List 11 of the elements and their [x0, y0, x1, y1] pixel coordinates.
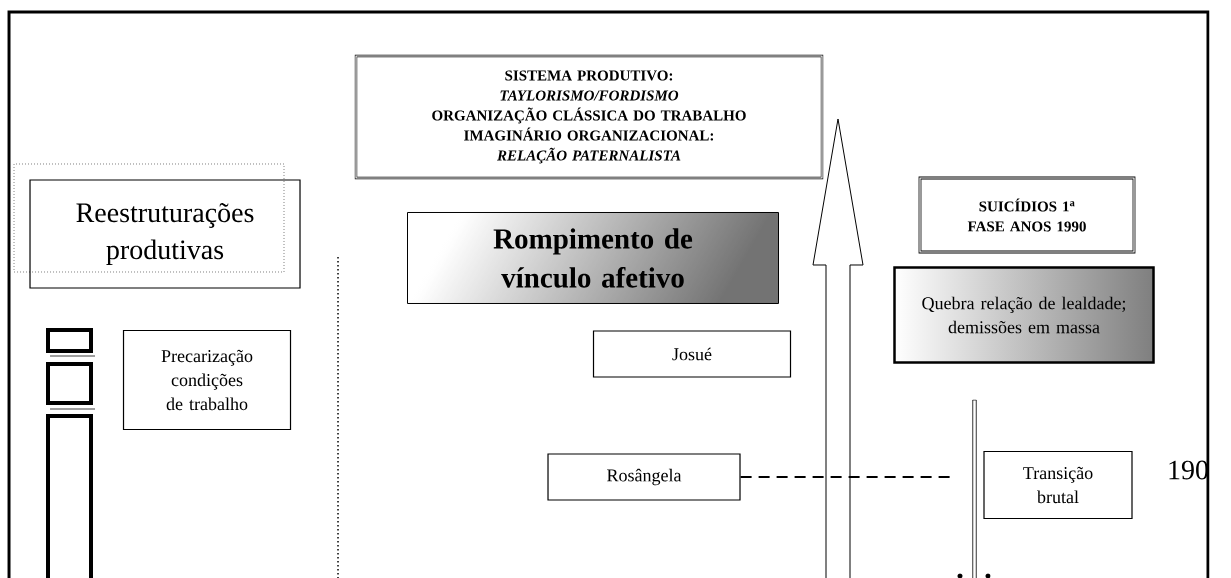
page-number: 190	[1169, 460, 1208, 480]
text-box: Josué	[592, 330, 792, 378]
shaded-box: Quebra relação de lealdade; demissões em massa	[893, 266, 1155, 364]
vertical-bar	[972, 399, 977, 578]
text-box: Reestruturações produtivas	[29, 179, 301, 289]
text-box: Transição brutal	[983, 450, 1133, 520]
heading-box: SUICÍDIOS 1$^{a}$ FASE ANOS 1990	[918, 176, 1136, 254]
text-box: Rosângela	[547, 453, 741, 501]
shaded-box: Rompimento de vínculo afetivo	[407, 212, 779, 304]
heading-box: SISTEMA PRODUTIVO: TAYLORISMO/FORDISMO ORGANIZAÇÃO CLÁSSICA DO TRABALHO IMAGINÁRIO ORGANIZACIONAL: RELAÇÃO PATERNALISTA	[354, 54, 824, 180]
text-box: Precarização condições de trabalho	[122, 329, 292, 431]
